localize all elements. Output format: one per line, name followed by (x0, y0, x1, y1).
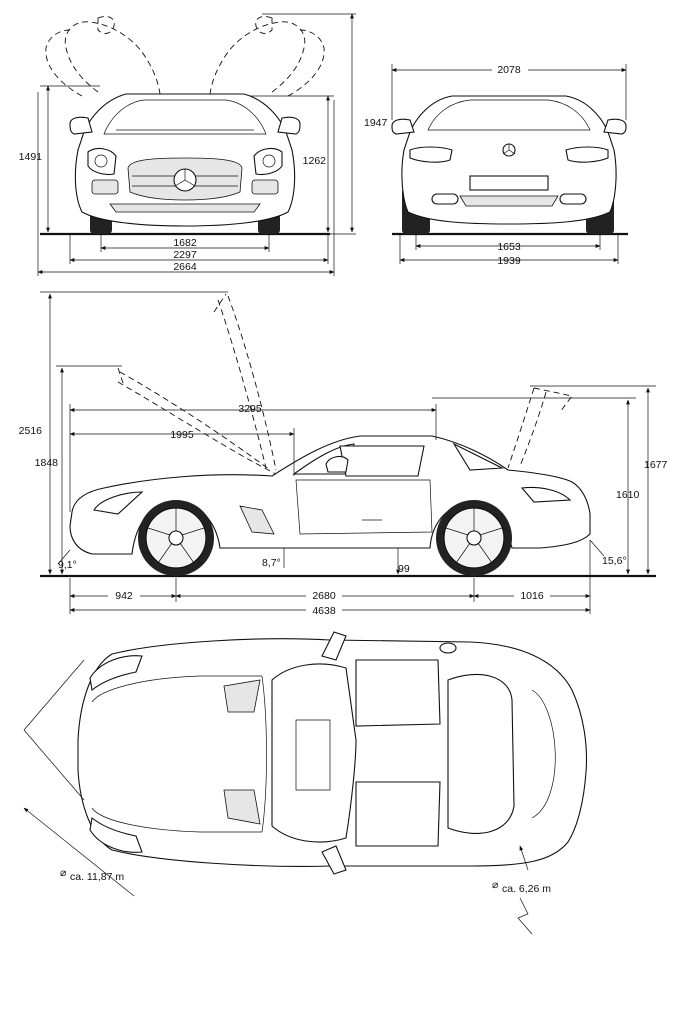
wheelbase-label: 2680 (312, 590, 336, 602)
outer-turning-circle-label: ca. 11,87 m (70, 871, 124, 883)
front-width-label: 2297 (173, 249, 197, 261)
rear-mirror-width-label: 2078 (497, 64, 521, 76)
ramp-angle-label: 8,7° (262, 557, 281, 569)
approach-angle-label: 9,1° (58, 559, 77, 571)
front-track-label: 1682 (173, 237, 197, 249)
departure-angle-label: 15,6° (602, 555, 627, 567)
side-length-hood-label: 3295 (238, 403, 262, 415)
side-height-hood-label: 1848 (35, 457, 59, 469)
inner-turning-circle-label: ca. 6,26 m (502, 883, 551, 895)
front-width-open-label: 2664 (173, 261, 197, 273)
side-height-doors-label: 2516 (19, 425, 43, 437)
outer-turning-symbol: ⌀ (60, 867, 66, 879)
side-height-roof-label: 1610 (616, 489, 640, 501)
inner-turning-symbol: ⌀ (492, 879, 498, 891)
rear-view: 2078 1653 1939 (391, 62, 628, 267)
front-height-open-label: 1947 (364, 117, 388, 129)
top-view: ⌀ ca. 11,87 m ⌀ ca. 6,26 m (23, 631, 588, 935)
rear-track-label: 1653 (497, 241, 521, 253)
side-height-trunk-label: 1677 (644, 459, 668, 471)
rear-overhang-label: 1016 (520, 590, 544, 602)
overall-length-label: 4638 (312, 605, 336, 617)
side-view: 2516 1848 1677 1610 3295 1995 9,1° 8,7° … (19, 291, 668, 617)
ground-clearance-label: 99 (398, 563, 410, 575)
front-overhang-label: 942 (115, 590, 133, 602)
front-height-1262-label: 1262 (303, 155, 327, 167)
front-height-1491-label: 1491 (19, 151, 43, 163)
front-view: 1682 2297 2664 1491 1262 1947 (19, 13, 388, 276)
side-length-1995-label: 1995 (170, 429, 194, 441)
rear-width-label: 1939 (497, 255, 521, 267)
